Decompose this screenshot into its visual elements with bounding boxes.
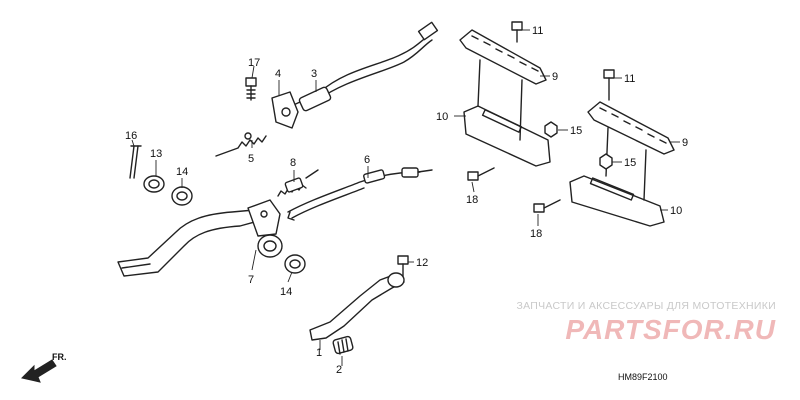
callout-13: 13 xyxy=(150,148,162,160)
callout-5: 5 xyxy=(248,153,254,165)
callout-18a: 18 xyxy=(466,194,478,206)
callout-14a: 14 xyxy=(176,166,188,178)
callout-11a: 11 xyxy=(532,25,543,37)
part-footpeg-9b xyxy=(587,101,675,155)
part-washer-14b xyxy=(284,254,306,274)
callout-3: 3 xyxy=(311,68,317,80)
callout-9a: 9 xyxy=(552,71,558,83)
callout-11b: 11 xyxy=(624,73,635,85)
callout-1: 1 xyxy=(316,347,322,359)
part-bolt-17 xyxy=(245,77,257,101)
callout-14b: 14 xyxy=(280,286,292,298)
front-direction-arrow-icon: FR. xyxy=(21,352,67,383)
part-spring-5 xyxy=(215,132,267,157)
leader-lines xyxy=(131,29,680,366)
part-lever-1 xyxy=(309,272,405,341)
watermark-caption: ЗАПЧАСТИ И АКСЕССУАРЫ ДЛЯ МОТОТЕХНИКИ xyxy=(516,300,776,312)
callout-2: 2 xyxy=(336,364,342,376)
direction-label: FR. xyxy=(52,352,67,362)
callout-7: 7 xyxy=(248,274,254,286)
part-bolt-18b xyxy=(533,199,561,213)
part-seal-13 xyxy=(143,175,165,193)
callout-labels: 1 2 3 4 5 6 7 8 9 9 10 10 11 11 12 13 14… xyxy=(125,25,688,376)
diagram-code: HM89F2100 xyxy=(618,372,668,382)
part-pedal-7 xyxy=(117,199,283,277)
part-washer-14a xyxy=(171,186,193,206)
part-nut-15b xyxy=(599,153,613,170)
part-bolt-18a xyxy=(467,167,495,181)
callout-17: 17 xyxy=(248,57,260,69)
part-bolt-11a xyxy=(511,21,523,43)
part-nut-15a xyxy=(544,121,558,138)
watermark: ЗАПЧАСТИ И АКСЕССУАРЫ ДЛЯ МОТОТЕХНИКИ PA… xyxy=(476,300,776,346)
part-pin-16 xyxy=(129,145,142,179)
part-bracket-10a xyxy=(463,59,551,167)
part-bracket xyxy=(271,91,299,129)
part-spring-8 xyxy=(277,169,319,197)
part-bracket-10b xyxy=(569,127,665,227)
watermark-logo: PARTSFOR.RU xyxy=(565,314,776,345)
callout-10a: 10 xyxy=(436,111,448,123)
part-rubber-2 xyxy=(332,335,354,355)
callout-4: 4 xyxy=(275,68,281,80)
callout-6: 6 xyxy=(364,154,370,166)
callout-18b: 18 xyxy=(530,228,542,240)
callout-12: 12 xyxy=(416,257,428,269)
part-cable-upper xyxy=(286,21,439,112)
callout-9b: 9 xyxy=(682,137,688,149)
part-rod-6 xyxy=(287,167,433,221)
callout-16: 16 xyxy=(125,130,137,142)
part-footpeg-9a xyxy=(459,29,547,85)
part-bolt-11b xyxy=(603,69,615,101)
callout-10b: 10 xyxy=(670,205,682,217)
callout-8: 8 xyxy=(290,157,296,169)
callout-15b: 15 xyxy=(624,157,636,169)
callout-15a: 15 xyxy=(570,125,582,137)
